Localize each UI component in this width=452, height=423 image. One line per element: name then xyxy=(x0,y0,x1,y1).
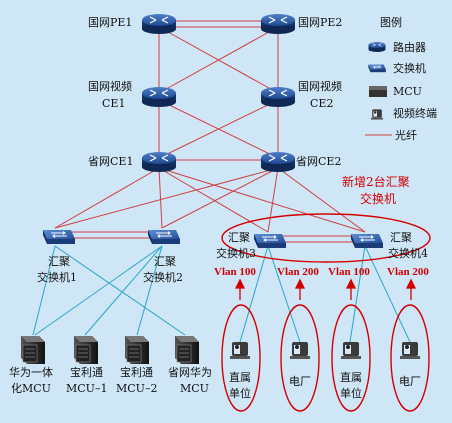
vlan-arrows xyxy=(234,278,417,300)
link-prov1-s2 xyxy=(158,167,163,229)
terminal-highlights xyxy=(221,304,430,412)
router-pe1[interactable] xyxy=(141,13,177,35)
label-pe1: 国网PE1 xyxy=(88,16,132,29)
link-prov1-s1 xyxy=(54,167,160,229)
label-ce1-line2: CE1 xyxy=(102,97,125,110)
vlan-label-2: Vlan 200 xyxy=(277,266,319,278)
router-ce1[interactable] xyxy=(141,86,177,108)
legend-switch-label: 交换机 xyxy=(393,61,426,75)
link-s3-t2 xyxy=(267,245,301,343)
label-prov-ce1: 省网CE1 xyxy=(88,155,133,168)
legend-terminal-icon xyxy=(371,109,383,120)
switch-4[interactable] xyxy=(350,233,384,249)
label-s3-line1: 汇聚 xyxy=(228,231,250,244)
router-pe2[interactable] xyxy=(260,13,296,35)
link-s2-mcu3 xyxy=(136,245,163,336)
mcu2-label-line1: 宝利通 xyxy=(70,365,103,379)
link-s1-mcu1 xyxy=(32,245,56,336)
switch-1[interactable] xyxy=(42,229,76,245)
link-ce2-prov1 xyxy=(158,99,279,159)
mcu-polycom-1[interactable] xyxy=(73,335,99,365)
terminal1-label-line1: 直属 xyxy=(229,370,251,384)
terminal3-label-line2: 单位 xyxy=(340,386,362,400)
label-ce1-line1: 国网视频 xyxy=(88,79,132,93)
legend: 图例 路由器 交换机 MCU 视频终端 光纤 xyxy=(365,15,437,142)
link-s1-mcu4 xyxy=(54,245,186,336)
link-s4-t4 xyxy=(364,245,411,343)
mcu2-label-line2: MCU–1 xyxy=(66,382,107,395)
link-prov2-s4 xyxy=(277,167,366,233)
switch-3[interactable] xyxy=(253,233,287,249)
new-switches-highlight xyxy=(221,213,431,263)
label-prov-ce2: 省网CE2 xyxy=(296,155,341,168)
mcu3-label-line2: MCU–2 xyxy=(116,382,157,395)
label-ce2-line2: CE2 xyxy=(310,97,333,110)
mcu-polycom-2[interactable] xyxy=(124,335,150,365)
fiber-links xyxy=(54,20,366,243)
annotation-line1: 新增2台汇聚 xyxy=(342,174,410,189)
router-prov-ce1[interactable] xyxy=(141,151,177,173)
label-s2-line1: 汇聚 xyxy=(154,255,176,268)
mcu4-label-line1: 省网华为 xyxy=(168,365,212,379)
terminal3-label-line1: 直属 xyxy=(340,370,362,384)
legend-router-label: 路由器 xyxy=(393,40,426,54)
label-s1-line1: 汇聚 xyxy=(48,255,70,268)
link-prov2-s2 xyxy=(161,167,279,229)
mcu1-label-line1: 华为一体 xyxy=(9,365,53,379)
mcu-huawei-integrated[interactable] xyxy=(20,335,46,365)
vlan-label-1: Vlan 100 xyxy=(214,266,256,278)
terminal-2[interactable] xyxy=(290,342,310,359)
terminal-4[interactable] xyxy=(400,342,420,359)
mcu3-label-line1: 宝利通 xyxy=(120,365,153,379)
link-prov1-s3 xyxy=(158,167,269,233)
link-prov1-s4 xyxy=(158,167,366,233)
terminal4-label: 电厂 xyxy=(399,375,421,388)
label-pe2: 国网PE2 xyxy=(298,16,342,29)
link-pe2-ce1 xyxy=(158,26,279,94)
label-s4-line2: 交换机4 xyxy=(388,246,428,260)
legend-mcu-icon xyxy=(369,86,387,97)
legend-router-icon xyxy=(368,41,386,53)
terminal-3[interactable] xyxy=(341,342,361,359)
link-s2-mcu1 xyxy=(34,245,163,336)
link-prov2-s3 xyxy=(267,167,279,233)
label-ce2-line1: 国网视频 xyxy=(298,79,342,93)
label-s4-line1: 汇聚 xyxy=(390,231,412,244)
link-prov2-s1 xyxy=(54,167,279,229)
access-links xyxy=(32,245,411,343)
legend-title: 图例 xyxy=(380,15,402,29)
terminal1-label-line2: 单位 xyxy=(229,386,251,400)
link-s3-t1 xyxy=(239,245,269,343)
mcu-prov-huawei[interactable] xyxy=(174,335,200,365)
mcu1-label-line2: 化MCU xyxy=(11,381,51,395)
legend-switch-icon xyxy=(367,64,387,73)
vlan-label-3: Vlan 100 xyxy=(328,266,370,278)
mcu4-label-line2: MCU xyxy=(180,382,209,395)
legend-terminal-label: 视频终端 xyxy=(393,106,437,120)
label-s2-line2: 交换机2 xyxy=(143,270,183,284)
router-ce2[interactable] xyxy=(260,86,296,108)
annotation-line2: 交换机 xyxy=(360,191,396,206)
legend-fiber-label: 光纤 xyxy=(395,128,417,142)
switch-2[interactable] xyxy=(147,229,181,245)
label-s1-line2: 交换机1 xyxy=(37,270,77,284)
link-s4-t3 xyxy=(349,245,366,343)
terminal-1[interactable] xyxy=(230,342,250,359)
router-prov-ce2[interactable] xyxy=(260,151,296,173)
label-s3-line2: 交换机3 xyxy=(216,246,256,260)
link-s2-mcu2 xyxy=(84,245,163,336)
terminal2-label: 电厂 xyxy=(289,375,311,388)
legend-mcu-label: MCU xyxy=(393,85,422,98)
vlan-label-4: Vlan 200 xyxy=(387,266,429,278)
